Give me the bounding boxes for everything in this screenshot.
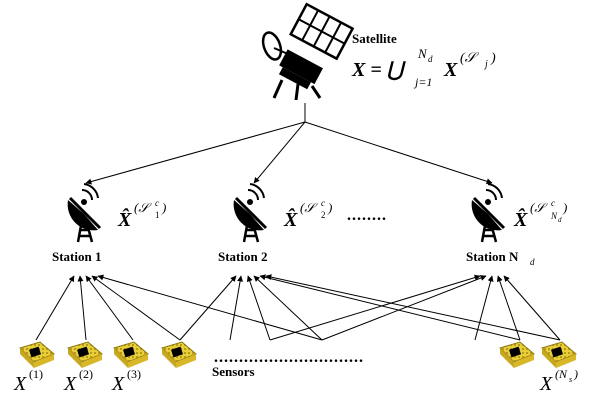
formula-bottom: j=1: [413, 75, 432, 89]
formula-tail-sup: (𝒮: [460, 51, 480, 66]
sensor-links: [35, 274, 561, 341]
station-nd-label: Station N d: [466, 249, 535, 267]
svg-text:X: X: [539, 373, 553, 394]
svg-text:(3): (3): [127, 367, 141, 381]
svg-text:Station N: Station N: [466, 249, 519, 264]
formula-tail-sup-sub: j: [483, 59, 488, 70]
svg-text:(N: (N: [555, 367, 568, 381]
station-ellipsis: ........: [347, 207, 387, 224]
svg-text:d: d: [530, 257, 535, 267]
svg-text:X̂: X̂: [513, 207, 528, 231]
svg-text:X: X: [13, 373, 27, 394]
satellite-label: Satellite: [352, 31, 397, 46]
station-1-label: Station 1: [52, 249, 101, 264]
svg-text:X̂: X̂: [283, 207, 298, 231]
sensor-chip-3: [113, 341, 149, 368]
sensor-chip-1: [19, 341, 55, 368]
satellite-links: [85, 103, 493, 185]
station-icon-1: [67, 183, 102, 243]
svg-text:s: s: [569, 375, 572, 384]
sensor-label-1: X (1): [13, 367, 43, 394]
svg-text:d: d: [558, 216, 562, 224]
svg-text:): ): [562, 200, 567, 215]
svg-text:c: c: [155, 198, 159, 208]
sensor-chip-ns: [541, 341, 577, 368]
satellite-formula: X = ⋃ N d j=1 X (𝒮 j ): [351, 46, 496, 89]
sensor-label-3: X (3): [111, 367, 141, 394]
satellite-icon: [261, 2, 355, 101]
svg-text:(1): (1): [29, 367, 43, 381]
sensor-ellipsis: ..............................: [214, 349, 364, 366]
station-nd-estimate: X̂ (𝒮 c N d ): [513, 198, 567, 231]
svg-text:X: X: [111, 373, 125, 394]
sensor-chip-2: [67, 341, 103, 368]
svg-text:X̂: X̂: [117, 207, 132, 231]
formula-top: N: [417, 46, 428, 61]
arrow-to-station-2: [253, 121, 306, 184]
svg-text:X: X: [63, 373, 77, 394]
formula-tail: X: [443, 59, 458, 81]
svg-text:): ): [161, 200, 166, 215]
svg-text:2: 2: [321, 210, 326, 220]
station-icon-nd: [471, 183, 506, 243]
station-1-estimate: X̂ (𝒮 c 1 ): [117, 198, 166, 231]
sensor-label-ns: X (N s ): [539, 367, 578, 394]
sensor-label-2: X (2): [63, 367, 93, 394]
station-icon-2: [233, 183, 268, 243]
arrow-to-station-nd: [304, 121, 493, 185]
sensor-chip-4: [161, 341, 197, 368]
svg-text:): ): [573, 367, 578, 381]
formula-main: X = ⋃: [351, 59, 407, 81]
sensors-label: Sensors: [212, 364, 255, 379]
svg-text:(𝒮: (𝒮: [134, 200, 152, 215]
formula-tail-close: ): [490, 51, 496, 66]
svg-text:(𝒮: (𝒮: [300, 200, 318, 215]
formula-top-sub: d: [428, 54, 433, 64]
svg-text:(2): (2): [79, 367, 93, 381]
svg-text:c: c: [321, 198, 325, 208]
sensor-chip-5: [499, 341, 535, 368]
arrow-to-station-1: [85, 121, 306, 185]
svg-text:N: N: [550, 211, 558, 221]
svg-text:c: c: [551, 198, 555, 208]
station-2-estimate: X̂ (𝒮 c 2 ): [283, 198, 332, 231]
svg-text:(𝒮: (𝒮: [530, 200, 548, 215]
svg-text:): ): [327, 200, 332, 215]
svg-text:1: 1: [155, 210, 160, 220]
station-2-label: Station 2: [218, 249, 267, 264]
